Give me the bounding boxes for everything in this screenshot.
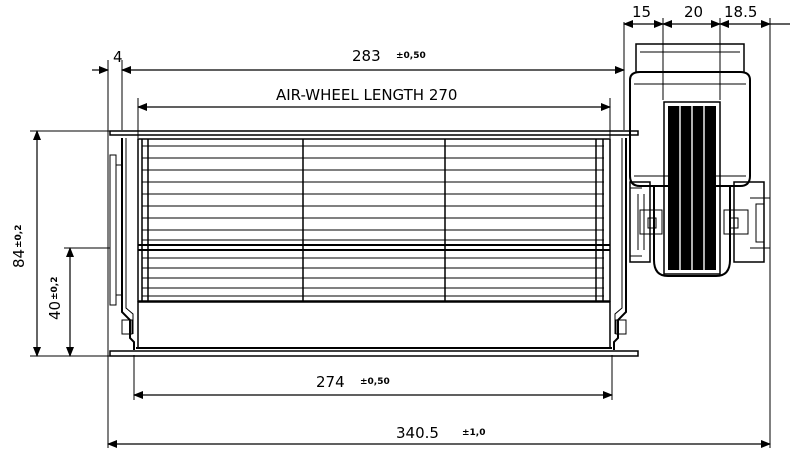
dimension-84: 84 ±0,2	[10, 130, 41, 357]
dim-283-tolerance: ±0,50	[396, 51, 426, 61]
dim-274-value: 274	[316, 373, 345, 391]
impeller-wheel	[137, 138, 611, 302]
dim-20-value: 20	[684, 3, 703, 21]
dim-18-5-value: 18.5	[724, 3, 757, 21]
extension-lines	[30, 18, 771, 448]
dim-40-value: 40	[46, 301, 64, 320]
dimension-airwheel: AIR-WHEEL LENGTH 270	[137, 86, 611, 111]
dim-274-tolerance: ±0,50	[360, 377, 390, 387]
dim-40-tolerance: ±0,2	[50, 277, 60, 300]
dimension-40: 40 ±0,2	[46, 247, 74, 357]
dim-4-value: 4	[113, 48, 123, 66]
dim-84-tolerance: ±0,2	[14, 225, 24, 248]
dim-340-5-value: 340.5	[396, 424, 439, 442]
dim-84-value: 84	[10, 249, 28, 268]
dimension-283: 283 ±0,50	[121, 47, 625, 74]
fan-housing	[109, 130, 639, 357]
dimension-motor-top: 15 20 18.5	[623, 3, 790, 28]
dim-340-5-tolerance: ±1,0	[462, 428, 485, 438]
dimension-274: 274 ±0,50	[133, 373, 613, 399]
dimension-4: 4	[92, 48, 123, 74]
dim-283-value: 283	[352, 47, 381, 65]
dim-15-value: 15	[632, 3, 651, 21]
airwheel-length-label: AIR-WHEEL LENGTH 270	[276, 86, 457, 104]
motor	[629, 43, 771, 277]
dimension-340-5: 340.5 ±1,0	[107, 424, 771, 448]
